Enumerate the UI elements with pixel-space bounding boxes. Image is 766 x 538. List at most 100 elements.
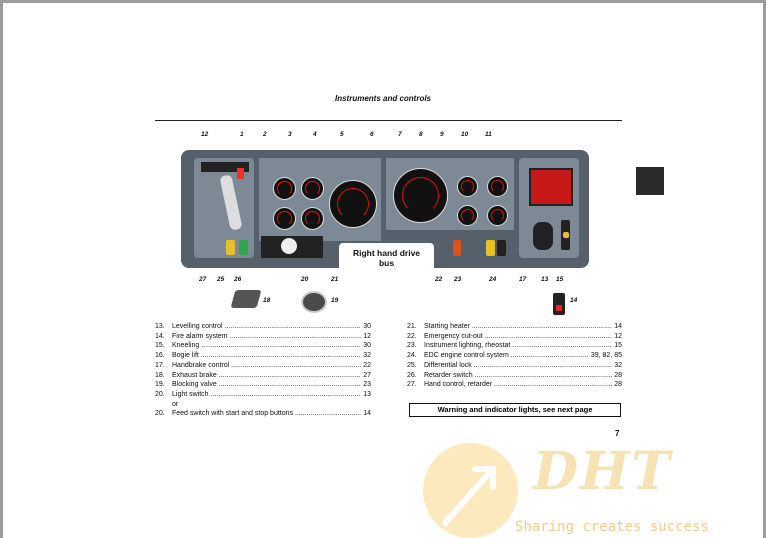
item-number: 16. <box>155 352 165 360</box>
rhd-line1: Right hand drive <box>352 248 421 258</box>
handbrake-control <box>533 222 553 250</box>
legend-row-or: or <box>155 400 371 410</box>
callout-number: 20 <box>301 276 309 283</box>
item-page: 22 <box>363 361 371 369</box>
item-title: Feed switch with start and stop buttons <box>172 409 361 419</box>
callout-number: 10 <box>461 131 469 138</box>
callout-number: 12 <box>201 131 209 138</box>
callout-number: 26 <box>234 276 242 283</box>
legend-row: 26.Retarder switch28 <box>407 371 622 381</box>
item-number: 17. <box>155 361 165 369</box>
legend-row: 20.Light switch13 <box>155 390 371 400</box>
fire-alarm-switch-illustration <box>553 293 565 315</box>
rhd-line2: bus <box>378 258 395 268</box>
callout-number: 17 <box>519 276 527 283</box>
callout-number: 25 <box>217 276 225 283</box>
callout-number: 13 <box>541 276 549 283</box>
item-page: 27 <box>363 371 371 379</box>
gauge-dial <box>301 207 324 230</box>
item-title: Retarder switch <box>424 371 612 381</box>
legend-list-left: 13.Levelling control30 14.Fire alarm sys… <box>155 322 371 419</box>
emergency-cutout-switch <box>453 240 461 256</box>
alarm-lamp <box>556 305 562 311</box>
switch-lamp <box>563 232 569 238</box>
item-number: 18. <box>155 371 165 379</box>
blocking-valve-illustration <box>301 291 327 313</box>
callout-number: 15 <box>556 276 564 283</box>
item-title: Starting heater <box>424 322 612 332</box>
item-number: 15. <box>155 342 165 350</box>
callout-number: 21 <box>331 276 339 283</box>
item-number: 21. <box>407 323 417 330</box>
gauge-dial <box>273 207 296 230</box>
item-page: 14 <box>363 410 371 418</box>
document-page: Instruments and controls 12 1 2 3 4 5 6 … <box>3 3 763 538</box>
legend-row: 21. Starting heater14 <box>407 322 622 332</box>
callout-number: 5 <box>340 131 344 138</box>
legend-row: 18. Exhaust brake27 <box>155 371 371 381</box>
dashboard-panel-illustration <box>181 150 589 268</box>
gauge-dial <box>487 176 508 197</box>
watermark-circle <box>423 443 518 538</box>
item-title: Levelling control <box>172 322 361 332</box>
legend-row: 25.Differential lock32 <box>407 361 622 371</box>
callout-number: 8 <box>419 131 423 138</box>
speedometer-dial <box>393 168 448 223</box>
item-number: 25. <box>407 361 417 369</box>
callout-number: 7 <box>398 131 402 138</box>
item-page: 15 <box>614 342 622 350</box>
exhaust-brake-control-illustration <box>230 290 262 308</box>
arrow-icon <box>442 466 496 526</box>
item-number: 20. <box>155 410 165 418</box>
callout-number: 18 <box>263 297 271 304</box>
callout-number: 6 <box>370 131 374 138</box>
item-number: 24. <box>407 352 417 360</box>
item-page: 32 <box>614 361 622 369</box>
item-page: 30 <box>363 323 371 330</box>
legend-row: 27.Hand control, retarder28 <box>407 380 622 390</box>
item-title: EDC engine control system <box>424 351 589 361</box>
gauge-dial <box>487 205 508 226</box>
legend-row: 14.Fire alarm system12 <box>155 332 371 342</box>
item-page: 39, 82, 85 <box>590 352 622 360</box>
item-page: 14 <box>614 323 622 330</box>
item-page: 32 <box>363 352 371 360</box>
watermark-slogan: Sharing creates success <box>515 519 709 535</box>
item-title: Light switch <box>172 390 361 400</box>
callout-number: 27 <box>199 276 207 283</box>
callout-number: 3 <box>288 131 292 138</box>
item-page: 13 <box>363 390 371 398</box>
gauge-dial <box>273 177 296 200</box>
callout-number: 22 <box>435 276 443 283</box>
item-page: 23 <box>363 381 371 389</box>
item-title: Exhaust brake <box>172 371 361 381</box>
item-page: 28 <box>614 381 622 389</box>
item-number: 22. <box>407 332 417 340</box>
gauge-dial <box>457 205 478 226</box>
callout-number: 2 <box>263 131 267 138</box>
legend-row: 19.Blocking valve23 <box>155 380 371 390</box>
callout-number: 19 <box>331 297 339 304</box>
page-header-title: Instruments and controls <box>334 94 431 103</box>
legend-row: 16.Bogie lift32 <box>155 351 371 361</box>
item-number: 14. <box>155 332 165 340</box>
callout-number: 14 <box>570 297 578 304</box>
legend-row: 23.Instrument lighting, rheostat15 <box>407 341 622 351</box>
legend-row: 17. Handbrake control22 <box>155 361 371 371</box>
callout-number: 9 <box>440 131 444 138</box>
callout-number: 23 <box>454 276 462 283</box>
section-tab-marker <box>636 167 664 195</box>
callout-number: 11 <box>485 131 492 138</box>
item-page: 28 <box>614 371 622 379</box>
legend-row: 13.Levelling control30 <box>155 322 371 332</box>
item-page: 30 <box>363 342 371 350</box>
item-number: 23. <box>407 342 417 350</box>
legend-row: 20. Feed switch with start and stop butto… <box>155 409 371 419</box>
item-title: Handbrake control <box>172 361 361 371</box>
tachometer-dial <box>329 180 377 228</box>
next-page-notice: Warning and indicator lights, see next p… <box>409 403 621 417</box>
item-title: Blocking valve <box>172 380 361 390</box>
legend-row: 22.Emergency cut-out12 <box>407 332 622 342</box>
rocker-switch <box>226 240 235 255</box>
item-title: Kneeling <box>172 341 361 351</box>
